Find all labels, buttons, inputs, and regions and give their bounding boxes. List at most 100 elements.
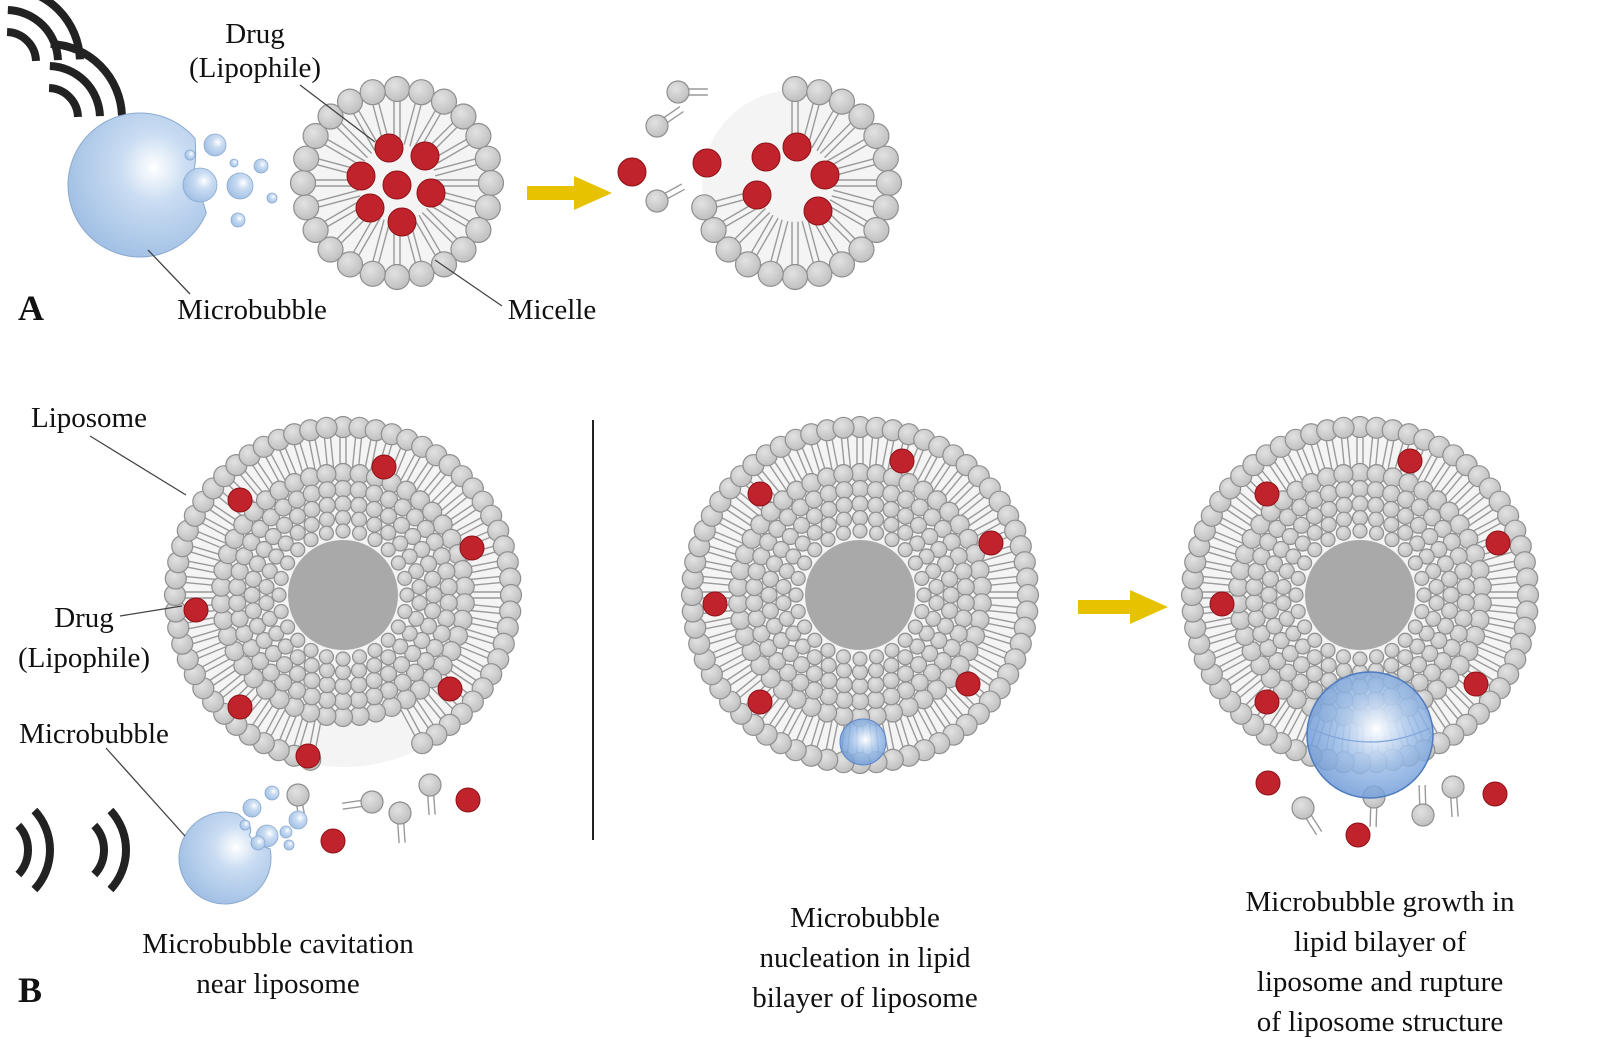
lipid-head <box>835 676 853 694</box>
microbubble-a <box>67 112 278 258</box>
lipid-tail <box>915 706 934 738</box>
lipid-head <box>781 263 809 291</box>
lipid-tail <box>314 189 359 203</box>
lipid-head <box>350 662 368 679</box>
lipid-head <box>318 690 337 709</box>
microbubble-shell <box>178 811 272 905</box>
lipid-head <box>349 481 368 500</box>
lipid-head <box>910 673 929 692</box>
lipid-head <box>1442 586 1460 604</box>
small-bubble <box>283 839 295 851</box>
lipid-head <box>365 671 383 690</box>
lipid-head <box>317 103 344 130</box>
lipid-tail <box>184 575 220 581</box>
lipid-head <box>1366 464 1387 485</box>
lipid-tail <box>1479 550 1514 563</box>
lipid-tail <box>1238 675 1266 699</box>
lipid-tail <box>269 706 288 738</box>
caption-nucleation: Microbubble nucleation in lipid bilayer … <box>720 898 1010 1018</box>
lipid-tail <box>954 491 982 515</box>
lipid-head <box>728 576 749 597</box>
lipid-head <box>867 496 885 514</box>
lipid-tail <box>371 219 385 264</box>
drug-molecule <box>978 530 1004 556</box>
lipid-tail <box>846 435 852 471</box>
lipid-head <box>850 479 870 499</box>
lipid-head <box>922 508 942 527</box>
lipid-head <box>465 216 492 244</box>
lipid-head <box>1421 644 1439 663</box>
lipid-head <box>336 88 364 115</box>
lipid-head <box>833 464 854 485</box>
lipid-head <box>1350 479 1370 499</box>
lipid-head <box>1245 593 1264 613</box>
lipid-head <box>430 251 458 278</box>
lipid-head <box>666 80 690 104</box>
lipid-tail <box>1309 813 1323 832</box>
lipid-head <box>835 496 853 514</box>
lipid-tail <box>826 204 867 228</box>
lipid-head <box>288 507 307 525</box>
lipid-head <box>408 610 425 627</box>
drug-molecule <box>437 676 463 702</box>
lipid-head <box>1332 416 1355 439</box>
lipid-head <box>832 416 855 439</box>
lipid-head <box>359 79 386 106</box>
lipid-head <box>1281 644 1299 663</box>
lipid-tail <box>811 108 835 149</box>
drug-label-a: Drug (Lipophile) <box>160 14 350 88</box>
lipid-head <box>383 75 411 103</box>
lipid-head <box>925 610 942 627</box>
lipid-tail <box>738 675 766 699</box>
lipid-tail <box>1238 491 1266 515</box>
drug-molecule <box>227 487 253 513</box>
lipid-head <box>264 644 282 663</box>
lipid-head <box>914 603 930 620</box>
liposome-core <box>1305 540 1415 650</box>
sound-wave-arc <box>6 28 40 62</box>
lipid-head <box>805 507 824 525</box>
process-arrow-b <box>1078 590 1168 624</box>
lipid-head <box>251 651 270 671</box>
lipid-tail <box>1449 795 1453 818</box>
lipid-head <box>1320 500 1338 519</box>
lipid-head <box>1441 775 1465 799</box>
lipid-tail <box>418 214 442 255</box>
lipid-head <box>317 236 344 263</box>
lipid-head <box>408 563 425 580</box>
drug-molecule <box>1254 481 1280 507</box>
lipid-head <box>390 555 407 571</box>
lipid-tail <box>775 221 789 266</box>
lipid-head <box>778 663 798 682</box>
lipid-head <box>820 642 836 659</box>
lipid-head <box>775 594 792 612</box>
lipid-head <box>820 516 837 533</box>
lipid-head <box>359 260 386 287</box>
micelle-ruptured <box>617 75 903 291</box>
leader-lines-a <box>147 84 503 307</box>
lipid-head <box>794 638 811 655</box>
panel-b-label: B <box>18 970 43 1010</box>
lipid-head <box>1442 638 1461 658</box>
lipid-head <box>379 665 398 683</box>
lipid-tail <box>1431 696 1452 727</box>
lipid-tail <box>1206 627 1241 640</box>
lipid-head <box>477 169 505 197</box>
lipid-tail <box>810 442 822 477</box>
lipid-head <box>474 194 501 221</box>
drug-molecule <box>955 671 981 697</box>
lipid-head <box>956 593 975 613</box>
caption-cavitation-line2: near liposome <box>196 968 360 1000</box>
lipid-tail <box>983 609 1019 615</box>
lipid-head <box>730 609 751 630</box>
lipid-head <box>820 657 837 674</box>
lipid-head <box>334 663 352 681</box>
lipid-tail <box>293 442 305 477</box>
lipid-tail <box>1213 530 1247 546</box>
lipid-tail <box>357 108 381 149</box>
drug-molecule <box>1254 689 1280 715</box>
lipid-head <box>1382 500 1400 519</box>
lipid-tail <box>725 661 756 682</box>
lipid-tail <box>422 212 455 245</box>
lipid-head <box>1268 651 1287 671</box>
